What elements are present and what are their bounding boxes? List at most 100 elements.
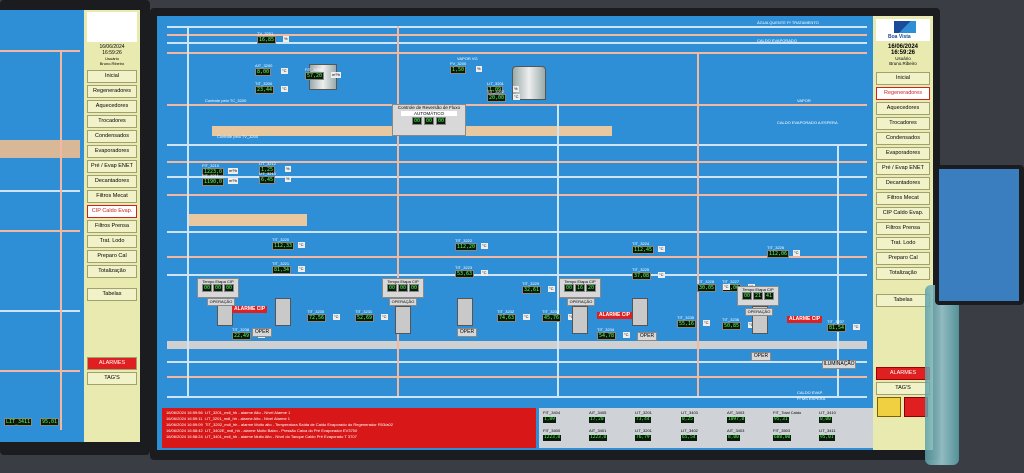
tag-label: TIT_3220 (272, 237, 290, 242)
totals-header: FIT_3503 (773, 428, 791, 433)
unit-label: °C (298, 242, 305, 248)
nav-item-cip-caldo[interactable]: CIP Caldo Evap. (876, 207, 930, 220)
pipe (167, 161, 867, 163)
flow-reversal-control: Controle de Reversão de Fluxo AUTOMÁTICO… (392, 104, 466, 136)
nav-item-filtros-prensa[interactable]: Filtros Prensa (876, 222, 930, 235)
lock-icon[interactable] (877, 397, 901, 417)
tag-label: TIT_3202 (487, 89, 505, 94)
left-nav-item[interactable]: Evaporadores (87, 145, 137, 158)
pipe (167, 376, 867, 378)
iluminacao-button[interactable]: ILUMINAÇÃO (822, 360, 856, 369)
tag-label: TIT_3200 (255, 81, 273, 86)
nav-item-inicial[interactable]: Inicial (876, 72, 930, 85)
value-display: 16,85 (257, 36, 277, 44)
nav-item-trocadores[interactable]: Trocadores (876, 117, 930, 130)
alarm-row[interactable]: 16/06/2024 16:59:09 TIT_3202_mdl_hh - al… (166, 422, 532, 428)
tag-label: TIT_3227 (722, 279, 740, 284)
nav-item-pre-evap[interactable]: Pré / Evap ENET (876, 162, 930, 175)
nav-item-condensados[interactable]: Condensados (876, 132, 930, 145)
pipe (167, 104, 867, 106)
left-nav-item[interactable]: Totalização (87, 265, 137, 278)
left-nav-item[interactable]: Condensados (87, 130, 137, 143)
alarme-cip-indicator: ALARME CIP (787, 316, 823, 323)
logo (87, 12, 137, 42)
control-mode-button[interactable]: AUTOMÁTICO (401, 111, 457, 116)
tags-button[interactable]: TAG'S (876, 382, 930, 395)
nav-item-trat-lodo[interactable]: Trat. Lodo (876, 237, 930, 250)
pipe (167, 256, 867, 258)
nav-item-decantadores[interactable]: Decantadores (876, 177, 930, 190)
alarme-cip-indicator: ALARME CIP (232, 306, 268, 313)
nav-item-filtros-mecat[interactable]: Filtros Mecat (876, 192, 930, 205)
value-display: LIT_3411 (4, 418, 33, 426)
tabelas-button[interactable]: Tabelas (876, 294, 930, 307)
left-nav-item[interactable]: Aquecedores (87, 100, 137, 113)
totals-value: 1223,0 (589, 435, 608, 441)
user-name: Bruno.Ribeiro (889, 61, 917, 66)
pipe (167, 42, 867, 44)
flow-label: ÁGUA QUENTE P/ TRATAMENTO (757, 20, 819, 25)
pipe (167, 341, 867, 349)
timer-value: 00 (397, 284, 409, 292)
left-nav-item[interactable]: CIP Caldo Evap. (87, 205, 137, 218)
left-nav-item[interactable]: Inicial (87, 70, 137, 83)
value-display: 52,69 (355, 314, 375, 322)
alarm-row[interactable]: 16/06/2024 16:59:56 LIT_3201_mdl_hh - al… (166, 410, 532, 416)
alarm-list[interactable]: 16/06/2024 16:59:56 LIT_3201_mdl_hh - al… (162, 408, 536, 448)
value-display: 112,45 (632, 246, 655, 254)
alarmes-button[interactable]: ALARMES (876, 367, 930, 380)
totals-header: LIT_3402 (681, 428, 698, 433)
value-display: 45,76 (542, 314, 562, 322)
nav-item-evaporadores[interactable]: Evaporadores (876, 147, 930, 160)
left-nav-item[interactable]: Regeneradores (87, 85, 137, 98)
tag-label: TIT_3231 (355, 309, 373, 314)
pipe (167, 361, 867, 363)
alarm-row[interactable]: 16/06/2024 16:58:24 LIT_3401_mdl_hh - al… (166, 434, 532, 440)
oper-button[interactable]: OPER (637, 332, 657, 341)
left-nav-item[interactable]: Filtros Prensa (87, 220, 137, 233)
left-nav-item[interactable]: Preparo Cal (87, 250, 137, 263)
oper-button[interactable]: OPER (457, 328, 477, 337)
nav-item-aquecedores[interactable]: Aquecedores (876, 102, 930, 115)
flow-label: VAPOR (797, 98, 811, 103)
pipe (0, 230, 80, 232)
alarm-text: LIT_3201_mdl_hh - alarme Alto - Nível Al… (204, 416, 291, 421)
left-nav-item[interactable]: Trocadores (87, 115, 137, 128)
timer-value: 41 (764, 292, 775, 300)
cip-timer: Tempo Etapa CIP 00 00 00 (382, 278, 424, 298)
value-display: 95,01 (40, 418, 60, 426)
unit-label: °C (793, 250, 800, 256)
left-nav-item[interactable]: Pré / Evap ENET (87, 160, 137, 173)
nav-item-regeneradores[interactable]: Regeneradores (876, 87, 930, 100)
pipe (397, 26, 399, 396)
left-tabelas-button[interactable]: Tabelas (87, 288, 137, 301)
left-tags-button[interactable]: TAG'S (87, 372, 137, 385)
oper-button[interactable]: OPER (252, 328, 272, 337)
left-nav-item[interactable]: Decantadores (87, 175, 137, 188)
alarm-timestamp: 16/06/2024 16:59:09 (166, 422, 203, 427)
value-display: 55,16 (677, 320, 697, 328)
left-alarmes-button[interactable]: ALARMES (87, 357, 137, 370)
left-nav-item[interactable]: Filtros Mecat (87, 190, 137, 203)
alarm-row[interactable]: 16/06/2024 16:59:11 LIT_3201_mdl_hh - al… (166, 416, 532, 422)
totals-value: 76,79 (635, 435, 651, 441)
unit-label: °C (658, 246, 665, 252)
flow-label: VAPOR VG (457, 56, 478, 61)
heat-exchanger (395, 306, 411, 334)
alarm-timestamp: 16/06/2024 16:59:56 (166, 410, 203, 415)
left-nav-item[interactable]: Trat. Lodo (87, 235, 137, 248)
totals-header: FIT_Total Caldo (773, 410, 802, 415)
pipe (167, 194, 867, 196)
pipe (557, 104, 559, 396)
timer-value: 21 (752, 292, 764, 300)
alarm-row[interactable]: 16/06/2024 16:58:42 LIT_3402E_mdl_hh - a… (166, 428, 532, 434)
oper-button[interactable]: OPER (751, 352, 771, 361)
nav-item-totalizacao[interactable]: Totalização (876, 267, 930, 280)
unit-label: °C (723, 284, 730, 290)
timer-value: 00 (741, 292, 752, 300)
unit-label: °C (548, 286, 555, 292)
timer-value: 00 (224, 284, 235, 292)
timer-title: Tempo Etapa CIP (564, 279, 596, 284)
tag-label: LIT_3201 (487, 81, 504, 86)
nav-item-preparo-cal[interactable]: Preparo Cal (876, 252, 930, 265)
